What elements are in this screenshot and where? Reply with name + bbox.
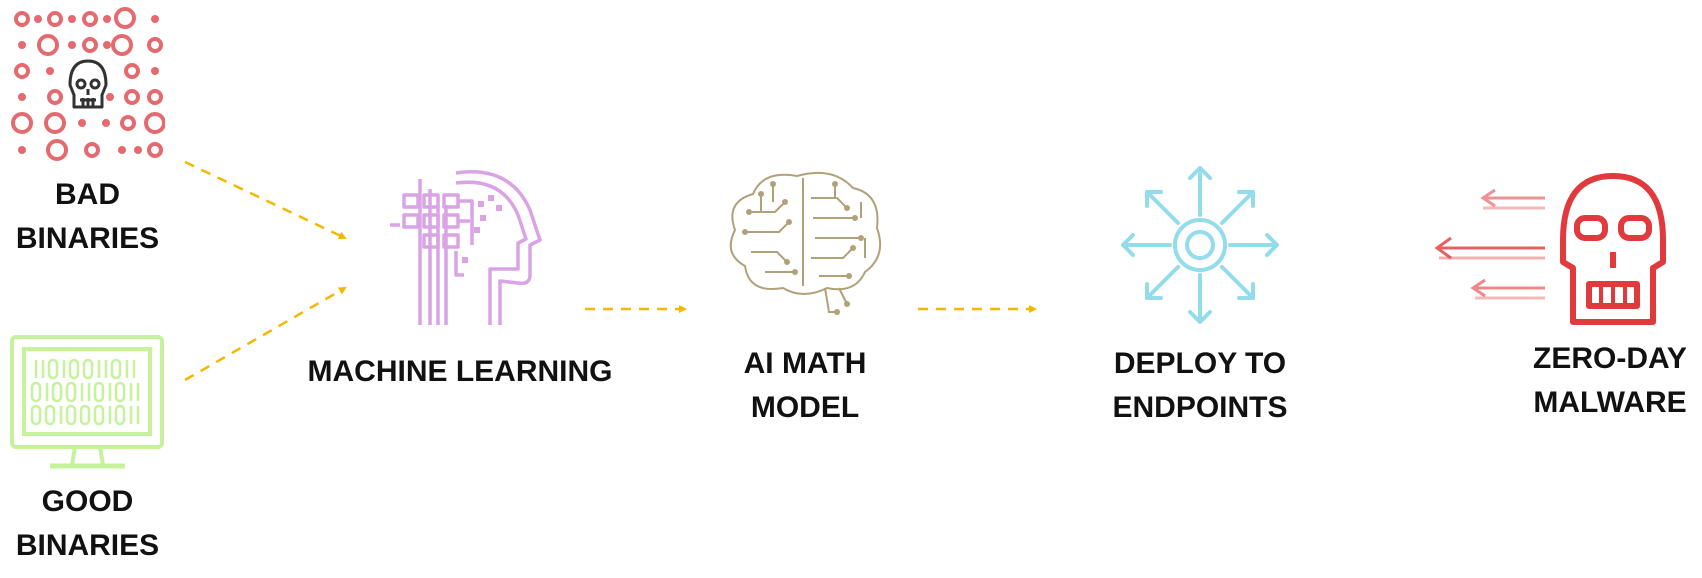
deploy-line-1: DEPLOY TO [1113,347,1287,380]
ai-math-model-label: AI MATH MODEL [690,342,920,430]
zero-day-line-2: MALWARE [1533,386,1687,419]
ai-head-icon [390,170,542,325]
good-binaries-label: GOOD BINARIES [0,480,175,568]
circuit-brain-icon [729,172,881,315]
ai-math-model-line-1: AI MATH [743,347,867,380]
distribute-arrows-icon [1121,166,1279,324]
zero-day-line-1: ZERO-DAY [1533,342,1687,375]
bad-binaries-line-2: BINARIES [15,222,160,255]
skull-grid-icon [11,7,165,161]
zero-day-label: ZERO-DAY MALWARE [1520,337,1700,425]
arrow-good-to-ml [184,286,347,382]
good-binaries-line-2: BINARIES [15,529,160,562]
machine-learning-line-1: MACHINE LEARNING [307,355,613,388]
skull-icon [1434,173,1666,325]
bad-binaries-line-1: BAD [55,178,120,211]
monitor-binary-icon [10,335,164,469]
bad-binaries-label: BAD BINARIES [0,173,175,261]
good-binaries-line-1: GOOD [41,485,134,518]
machine-learning-label: MACHINE LEARNING [290,350,630,394]
ai-math-model-line-2: MODEL [750,391,860,424]
deploy-label: DEPLOY TO ENDPOINTS [1080,342,1320,430]
deploy-line-2: ENDPOINTS [1112,391,1288,424]
arrow-bad-to-ml [184,160,347,240]
